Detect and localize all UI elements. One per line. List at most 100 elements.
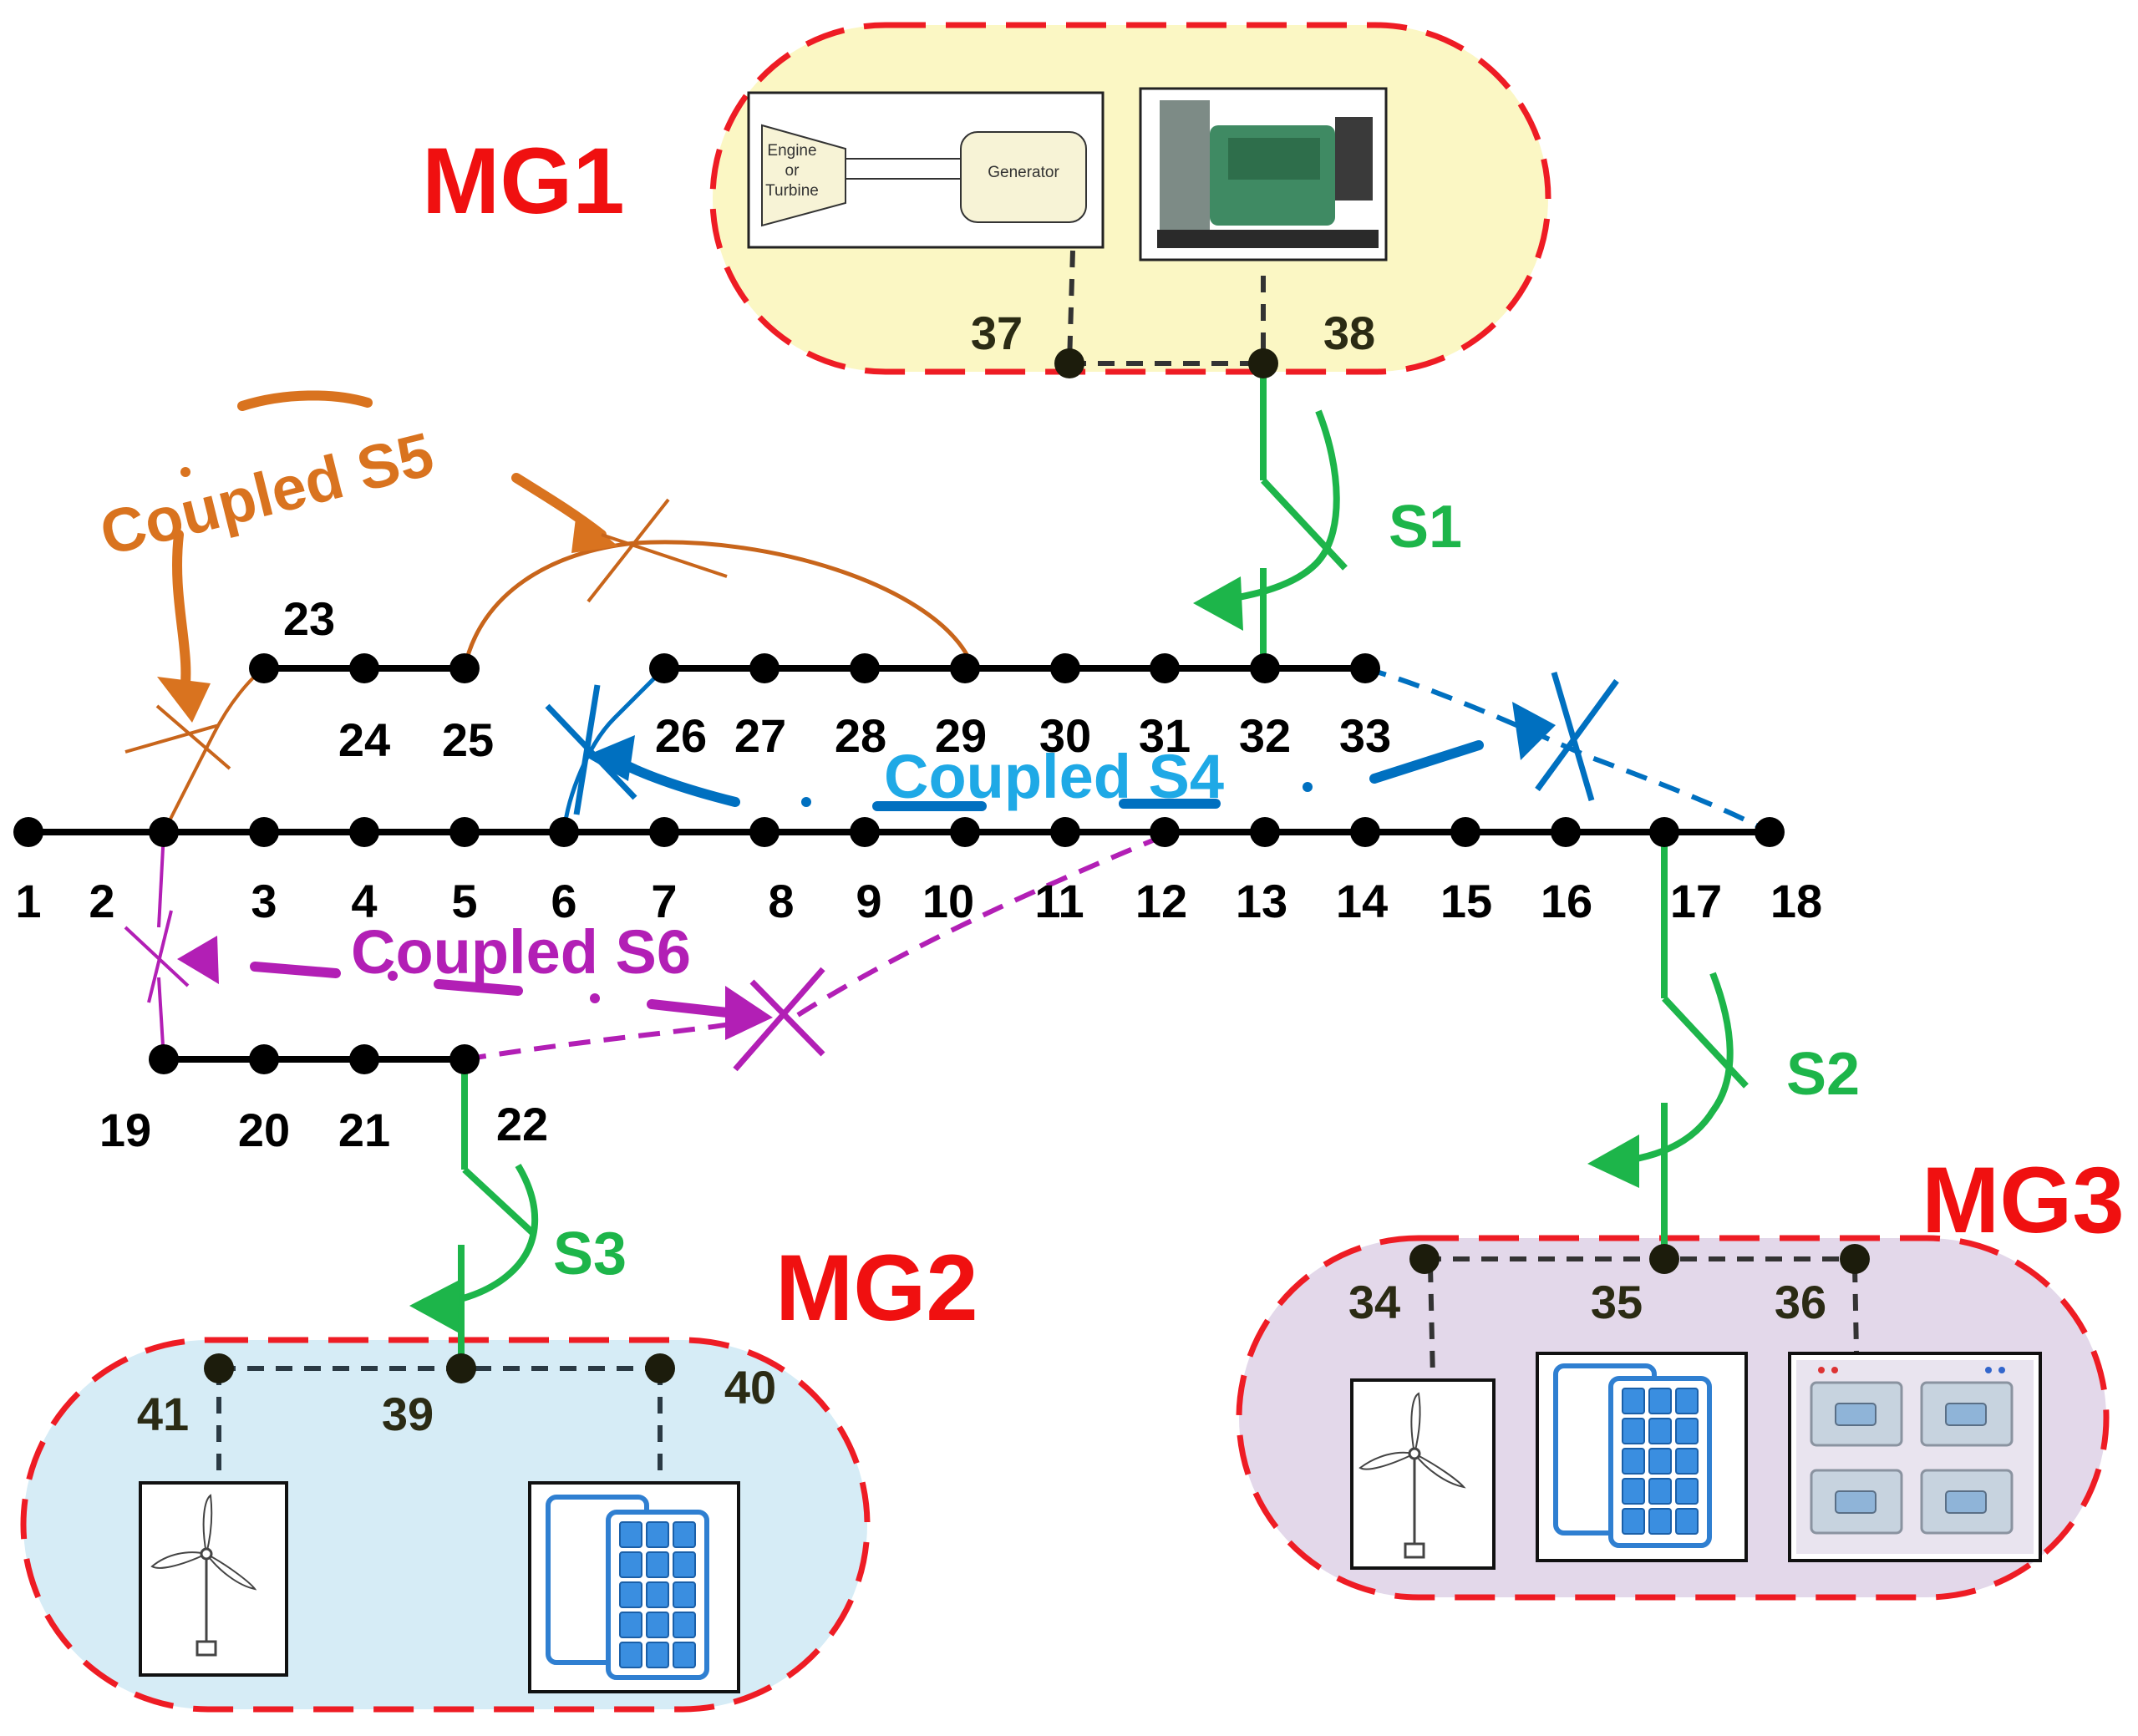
bus-node-3 xyxy=(249,817,279,847)
mg3-solar-panel xyxy=(1536,1352,1748,1562)
bus-label-31: 31 xyxy=(1139,709,1191,762)
bus-node-38 xyxy=(1248,348,1278,378)
bus-node-2 xyxy=(149,817,179,847)
bus-label-32: 32 xyxy=(1239,709,1291,762)
bus-label-20: 20 xyxy=(238,1104,290,1156)
bus-node-1 xyxy=(13,817,43,847)
bus-node-27 xyxy=(749,653,780,683)
bus-node-15 xyxy=(1450,817,1480,847)
bus-label-13: 13 xyxy=(1236,875,1287,927)
bus-node-31 xyxy=(1150,653,1180,683)
bus-label-9: 9 xyxy=(856,875,881,927)
switch-s3-label: S3 xyxy=(553,1221,627,1287)
bus-label-37: 37 xyxy=(971,307,1023,359)
bus-label-12: 12 xyxy=(1135,875,1187,927)
bus-label-15: 15 xyxy=(1440,875,1492,927)
bus-label-16: 16 xyxy=(1541,875,1592,927)
generator-label: Generator xyxy=(988,164,1059,181)
mg2-internal-links xyxy=(216,1366,663,1483)
mg1-label: MG1 xyxy=(422,129,625,233)
bus-label-7: 7 xyxy=(651,875,677,927)
bus-label-10: 10 xyxy=(922,875,974,927)
coupled-s6-label: Coupled S6 xyxy=(351,917,691,987)
mg1-generator-image xyxy=(1139,87,1388,261)
bus-node-25 xyxy=(449,653,480,683)
bus-node-20 xyxy=(249,1044,279,1074)
switch-s1: S1 xyxy=(1193,363,1462,668)
bus-node-26 xyxy=(649,653,679,683)
bus-node-16 xyxy=(1551,817,1581,847)
bus-label-23: 23 xyxy=(283,592,335,645)
bus-label-27: 27 xyxy=(734,709,786,762)
bus-label-11: 11 xyxy=(1034,875,1084,927)
bus-label-41: 41 xyxy=(137,1388,189,1440)
bus-label-40: 40 xyxy=(724,1361,776,1414)
switch-s2-label: S2 xyxy=(1786,1041,1860,1108)
engine-label-2: or xyxy=(785,162,800,180)
mg2-solar-panel xyxy=(528,1481,740,1693)
coupled-s5-group: Coupled S5 xyxy=(94,390,970,833)
bus-node-21 xyxy=(349,1044,379,1074)
bus-node-6 xyxy=(549,817,579,847)
bus-label-39: 39 xyxy=(382,1388,434,1440)
bus-label-29: 29 xyxy=(935,709,987,762)
mg3-battery-bank xyxy=(1788,1352,2042,1562)
bus-label-28: 28 xyxy=(835,709,886,762)
bus-label-36: 36 xyxy=(1775,1276,1826,1328)
bus-node-13 xyxy=(1250,817,1280,847)
bus-node-41 xyxy=(204,1353,234,1383)
coupled-s4-label: Coupled S4 xyxy=(884,742,1224,811)
switch-s2: S2 xyxy=(1587,832,1860,1259)
engine-label-1: Engine xyxy=(767,142,816,160)
bus-node-35 xyxy=(1649,1244,1679,1274)
bus-node-18 xyxy=(1755,817,1785,847)
switch-s3: S3 xyxy=(409,1059,627,1368)
bus-label-34: 34 xyxy=(1348,1276,1400,1328)
bus-node-23 xyxy=(249,653,279,683)
engine-label-3: Turbine xyxy=(765,182,819,200)
bus-node-37 xyxy=(1054,348,1084,378)
bus-label-38: 38 xyxy=(1323,307,1375,359)
mg3-internal-links xyxy=(1424,1256,1859,1379)
bus-node-8 xyxy=(749,817,780,847)
switch-s1-label: S1 xyxy=(1389,494,1462,561)
bus-label-8: 8 xyxy=(768,875,794,927)
bus-node-34 xyxy=(1409,1244,1440,1274)
bus-label-22: 22 xyxy=(496,1098,548,1150)
bus-node-14 xyxy=(1350,817,1380,847)
bus-label-18: 18 xyxy=(1770,875,1822,927)
bus-node-24 xyxy=(349,653,379,683)
bus-node-40 xyxy=(645,1353,675,1383)
coupled-s4-group: Coupled S4 xyxy=(545,666,1771,835)
bus-label-14: 14 xyxy=(1336,875,1388,927)
bus-node-10 xyxy=(950,817,980,847)
mg3-label: MG3 xyxy=(1922,1148,2125,1252)
bus-label-4: 4 xyxy=(351,875,377,927)
bus-label-24: 24 xyxy=(338,713,390,766)
bus-label-2: 2 xyxy=(89,875,114,927)
bus-label-17: 17 xyxy=(1670,875,1722,927)
bus-node-32 xyxy=(1250,653,1280,683)
bus-label-30: 30 xyxy=(1039,709,1091,762)
bus-label-21: 21 xyxy=(338,1104,390,1156)
bus-label-19: 19 xyxy=(99,1104,151,1156)
bus-label-3: 3 xyxy=(251,875,277,927)
bus-node-22 xyxy=(449,1044,480,1074)
bus-label-33: 33 xyxy=(1339,709,1391,762)
mg2-wind-turbine xyxy=(139,1481,288,1677)
mg3-wind-turbine xyxy=(1350,1378,1496,1570)
coupled-s5-label: Coupled S5 xyxy=(94,419,440,569)
bus-node-17 xyxy=(1649,817,1679,847)
bus-node-36 xyxy=(1840,1244,1870,1274)
bus-node-7 xyxy=(649,817,679,847)
mg1-engine-diagram: Engine or Turbine Generator xyxy=(747,91,1105,249)
bus-node-11 xyxy=(1050,817,1080,847)
bus-node-28 xyxy=(850,653,880,683)
bus-nodes xyxy=(13,348,1870,1383)
bus-label-35: 35 xyxy=(1591,1276,1643,1328)
bus-node-5 xyxy=(449,817,480,847)
bus-label-26: 26 xyxy=(655,709,707,762)
bus-label-5: 5 xyxy=(451,875,477,927)
